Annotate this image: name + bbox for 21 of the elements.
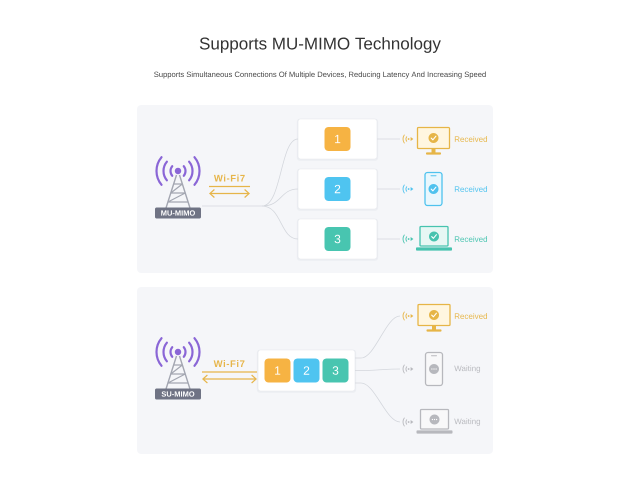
- title: Supports MU-MIMO Technology: [200, 37, 441, 53]
- wifi-label: Wi-Fi7: [214, 174, 245, 182]
- number-tile: 3: [324, 227, 350, 251]
- number-tile: 2: [324, 177, 350, 201]
- connector-line: [354, 316, 400, 358]
- status-text: Received: [454, 236, 488, 242]
- edge-label: Wi-Fi7: [212, 359, 246, 368]
- status-text: Waiting: [454, 365, 480, 373]
- number-tile: 1: [324, 127, 350, 151]
- number-tile: 3: [322, 358, 348, 382]
- status-text: Waiting: [454, 418, 480, 426]
- number-tile: 2: [294, 358, 320, 382]
- connector-line: [354, 382, 400, 422]
- status-text: Received: [454, 313, 488, 319]
- connector-line: [262, 138, 298, 206]
- connector-line: [262, 206, 298, 240]
- double-arrow: [201, 371, 258, 384]
- status-text: Received: [454, 186, 488, 192]
- status-text: Received: [454, 136, 488, 142]
- number-tile: 1: [264, 358, 290, 382]
- connector-line: [354, 368, 400, 371]
